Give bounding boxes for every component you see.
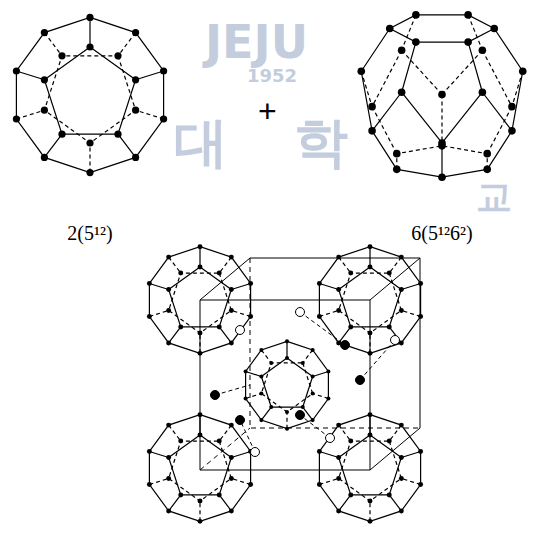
cage-label: 2(5¹²) xyxy=(67,222,112,245)
watermark-text: 교 xyxy=(476,176,512,217)
dodecahedron-cage xyxy=(147,244,253,356)
cage-centers xyxy=(211,308,400,457)
watermark-text: 1952 xyxy=(247,66,297,87)
dodecahedron-cage xyxy=(13,14,167,176)
dodecahedron-cage xyxy=(317,244,423,356)
dodecahedron-cage xyxy=(147,412,253,524)
tetrakaidecahedron-cage xyxy=(357,11,526,181)
watermark-text: 대 xyxy=(174,112,228,174)
dodecahedron-cage xyxy=(317,412,423,524)
dodecahedron-cage xyxy=(244,339,331,430)
cage-label: 6(5¹²6²) xyxy=(411,222,472,245)
plus-sign: + xyxy=(258,93,277,130)
watermark-text: JEJU xyxy=(205,16,308,69)
watermark-text: 학 xyxy=(294,112,348,174)
